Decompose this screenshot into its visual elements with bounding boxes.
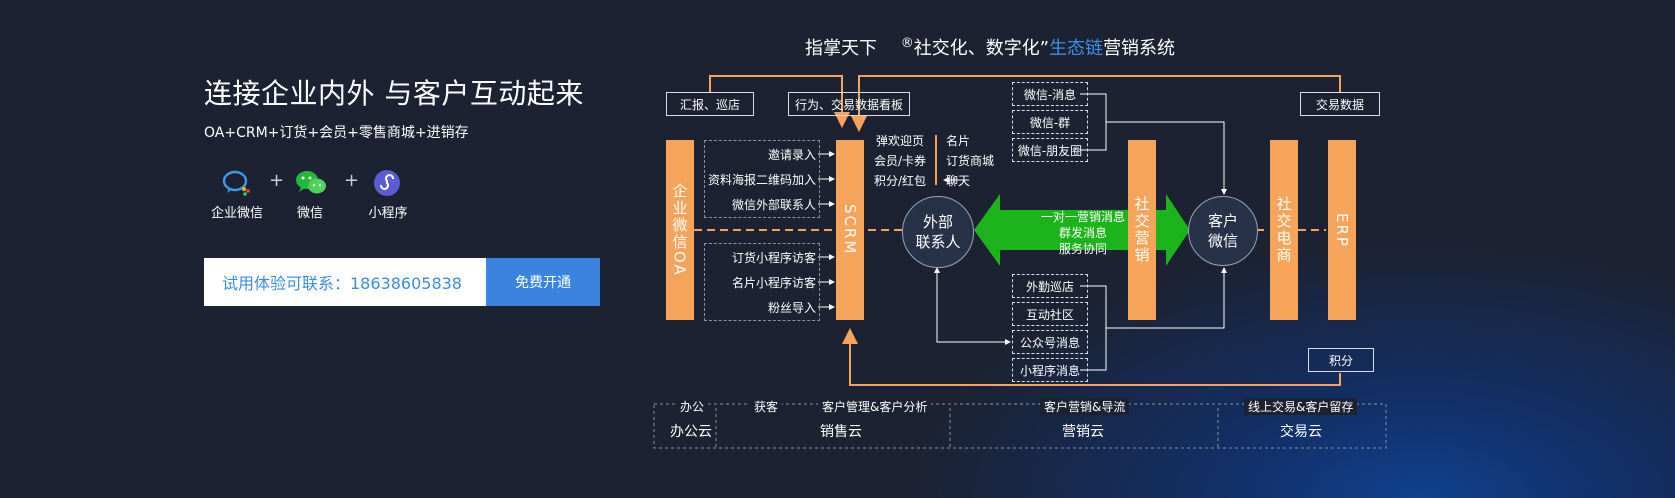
hero-subtitle: OA+CRM+订货+会员+零售商城+进销存 bbox=[204, 125, 469, 141]
scrm-feature: 订货商城 bbox=[946, 154, 995, 168]
wecom-app bbox=[220, 166, 254, 200]
miniprogram-message-box: 小程序消息 bbox=[1012, 358, 1088, 382]
customer-wechat-circle: 客户微信 bbox=[1188, 196, 1258, 266]
diagram-title: 指掌天下 ®社交化、数字化”生态链营销系统 bbox=[805, 34, 1175, 60]
wecom-label: 企业微信 bbox=[210, 206, 263, 221]
scrm-feature: 会员/卡券 bbox=[874, 154, 927, 168]
cloud-title: 客户营销&导流 bbox=[1040, 398, 1130, 415]
circle-text: 微信 bbox=[1207, 232, 1238, 250]
miniprogram-label: 小程序 bbox=[368, 206, 408, 221]
scrm-feature: 聊天 bbox=[946, 174, 971, 188]
input-item: 资料海报二维码加入 bbox=[707, 173, 816, 187]
plus-sign: + bbox=[344, 170, 360, 191]
acquisition-inputs-bottom bbox=[704, 243, 820, 321]
title-part: 社交化、数字化” bbox=[913, 38, 1050, 59]
social-commerce-bar: 社交电商 bbox=[1270, 140, 1298, 320]
scrm-feature: 积分/红包 bbox=[874, 174, 927, 188]
title-highlight: 生态链 bbox=[1049, 38, 1104, 59]
marketing-cloud: 营销云 bbox=[1062, 424, 1104, 440]
scrm-feature: 弹欢迎页 bbox=[876, 134, 925, 148]
wechat-icon bbox=[294, 166, 328, 200]
input-item: 微信外部联系人 bbox=[731, 198, 816, 212]
report-box: 汇报、巡店 bbox=[666, 92, 754, 116]
contact-cta: 试用体验可联系：18638605838 免费开通 bbox=[204, 258, 600, 306]
wechat-moments-box: 微信-朋友圈 bbox=[1012, 138, 1088, 162]
arrow-label: 群发消息 bbox=[1058, 226, 1107, 240]
points-box: 积分 bbox=[1308, 348, 1374, 372]
cloud-title: 线上交易&客户留存 bbox=[1244, 398, 1358, 415]
office-cloud: 办公云 bbox=[670, 424, 712, 440]
external-contact-circle: 外部联系人 bbox=[902, 196, 974, 268]
official-account-box: 公众号消息 bbox=[1012, 330, 1088, 354]
input-item: 粉丝导入 bbox=[767, 301, 816, 315]
arrow-label: 一对一营销消息 bbox=[1040, 210, 1125, 224]
input-item: 邀请录入 bbox=[767, 148, 816, 162]
input-item: 名片小程序访客 bbox=[731, 276, 816, 290]
title-brand: 指掌天下 bbox=[805, 38, 877, 59]
miniprogram-icon bbox=[370, 166, 404, 200]
wechat-group-box: 微信-群 bbox=[1012, 110, 1088, 134]
wechat-label: 微信 bbox=[296, 206, 323, 221]
scrm-feature: 名片 bbox=[946, 134, 971, 148]
acquisition-inputs-top bbox=[704, 140, 820, 218]
wechat-message-box: 微信-消息 bbox=[1012, 82, 1088, 106]
sales-cloud: 销售云 bbox=[820, 424, 862, 440]
circle-text: 外部 bbox=[922, 213, 953, 231]
cloud-title: 办公 bbox=[676, 398, 709, 415]
contact-text: 试用体验可联系：18638605838 bbox=[204, 258, 486, 306]
input-item: 订货小程序访客 bbox=[731, 251, 816, 265]
plus-sign: + bbox=[269, 170, 285, 191]
field-patrol-box: 外勤巡店 bbox=[1012, 274, 1088, 298]
free-trial-button[interactable]: 免费开通 bbox=[486, 258, 600, 306]
erp-bar: ERP bbox=[1328, 140, 1356, 320]
circle-text: 联系人 bbox=[915, 233, 961, 251]
dashboard-box: 行为、交易数据看板 bbox=[788, 92, 910, 116]
trade-data-box: 交易数据 bbox=[1300, 92, 1380, 116]
trade-cloud: 交易云 bbox=[1280, 424, 1322, 440]
cloud-title: 客户管理&客户分析 bbox=[818, 398, 932, 415]
title-part: 营销系统 bbox=[1103, 38, 1176, 59]
arrow-label: 服务协同 bbox=[1058, 242, 1107, 256]
miniprogram-app bbox=[370, 166, 404, 200]
scrm-bar: SCRM bbox=[836, 140, 864, 320]
wecom-oa-bar: 企业微信OA bbox=[666, 140, 694, 320]
hero-title: 连接企业内外 与客户互动起来 bbox=[204, 77, 584, 110]
registered-mark: ® bbox=[900, 36, 914, 51]
community-box: 互动社区 bbox=[1012, 302, 1088, 326]
cloud-title: 获客 bbox=[750, 398, 783, 415]
circle-text: 客户 bbox=[1207, 212, 1238, 230]
wecom-icon bbox=[220, 166, 254, 200]
wechat-app bbox=[294, 166, 328, 200]
social-marketing-bar: 社交营销 bbox=[1128, 140, 1156, 320]
